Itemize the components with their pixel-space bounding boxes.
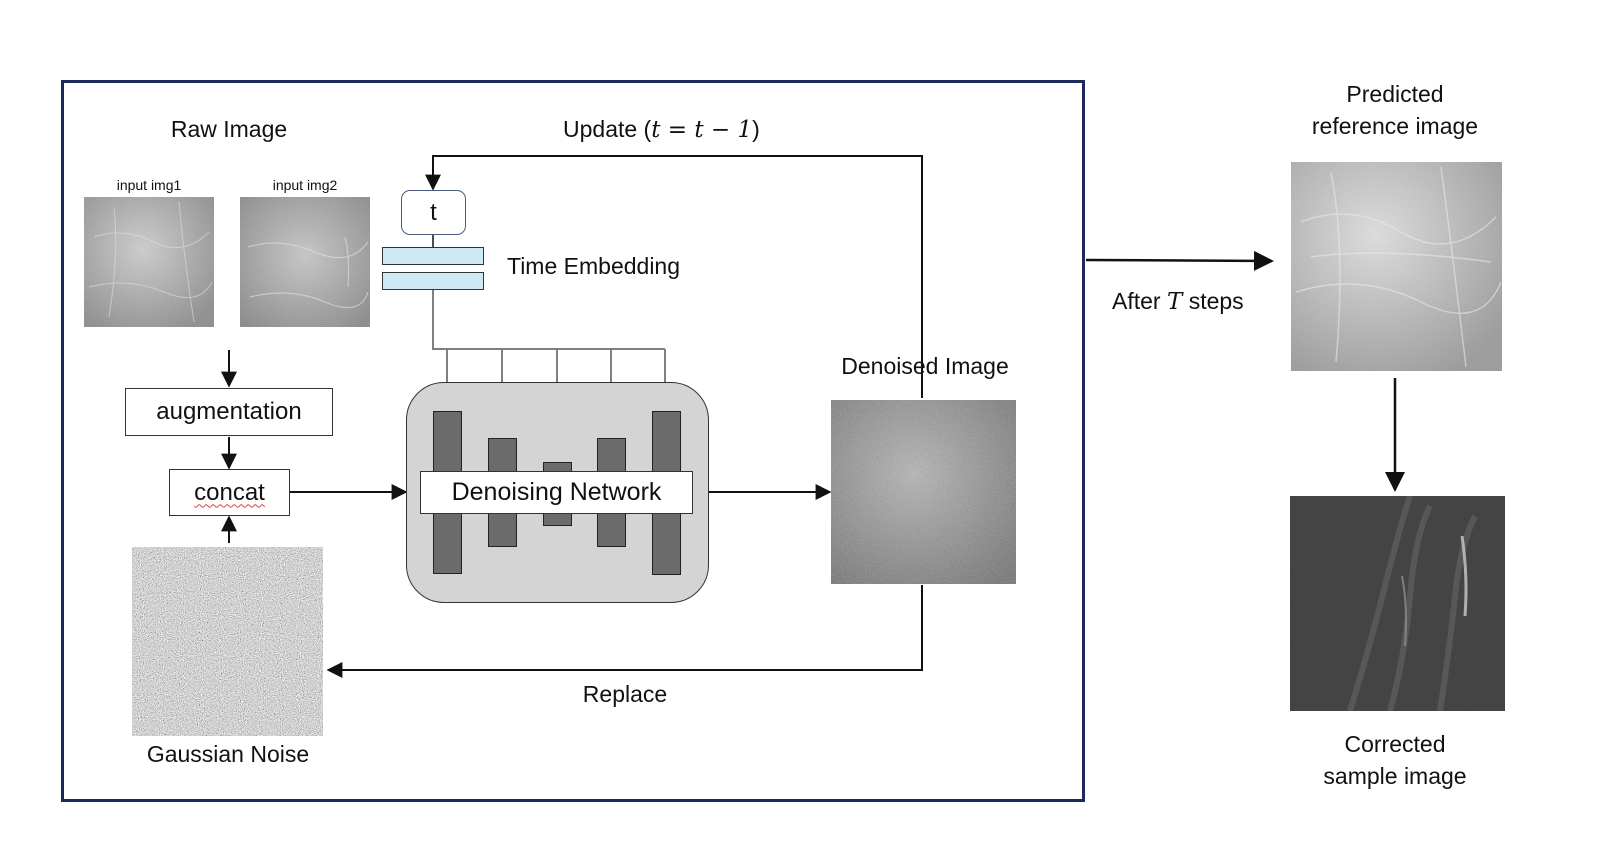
after-prefix: After [1112, 288, 1167, 314]
time-embedding-bar-2 [382, 272, 484, 290]
timestep-label: t [430, 198, 437, 226]
time-embedding-bar-1 [382, 247, 484, 265]
augmentation-label: augmentation [156, 398, 302, 425]
denoising-network-box: Denoising Network [420, 471, 693, 514]
replace-label: Replace [582, 681, 668, 707]
update-label-close: ) [752, 116, 760, 142]
after-T-steps-label: After T steps [1112, 288, 1244, 315]
after-math: T [1166, 289, 1183, 315]
corrected-sample-line2: sample image [1323, 763, 1467, 789]
time-embedding-label: Time Embedding [507, 253, 681, 279]
update-label-text: Update ( [563, 116, 652, 142]
input-img1-label: input img1 [116, 177, 182, 193]
corrected-sample-title: Corrected sample image [1270, 728, 1520, 792]
denoised-image-label: Denoised Image [841, 353, 1009, 379]
pipeline-frame [61, 80, 1085, 802]
update-label: Update (t = t − 1) [563, 116, 760, 143]
concat-box: concat [169, 469, 290, 516]
denoising-network-label: Denoising Network [451, 478, 662, 506]
input-image-2 [240, 197, 370, 327]
update-label-math: t = t − 1 [651, 117, 753, 143]
timestep-box: t [401, 190, 466, 235]
corrected-sample-line1: Corrected [1344, 731, 1446, 757]
after-suffix: steps [1182, 288, 1244, 314]
embedding-bus [432, 290, 665, 350]
denoised-image [831, 400, 1016, 584]
input-image-1 [84, 197, 214, 327]
arrow-after-T-steps [1085, 250, 1274, 271]
predicted-reference-line1: Predicted [1346, 81, 1444, 107]
corrected-sample-image [1290, 496, 1505, 711]
augmentation-box: augmentation [125, 388, 333, 436]
raw-image-title: Raw Image [170, 116, 288, 142]
gaussian-noise-image [132, 547, 323, 736]
predicted-reference-title: Predicted reference image [1270, 78, 1520, 142]
predicted-reference-image [1291, 162, 1502, 371]
arrow-update-loop [425, 155, 923, 398]
concat-label: concat [194, 478, 265, 506]
input-img2-label: input img2 [272, 177, 338, 193]
gaussian-noise-label: Gaussian Noise [146, 741, 310, 767]
arrow-replace-loop [326, 585, 923, 678]
predicted-reference-line2: reference image [1311, 113, 1479, 139]
